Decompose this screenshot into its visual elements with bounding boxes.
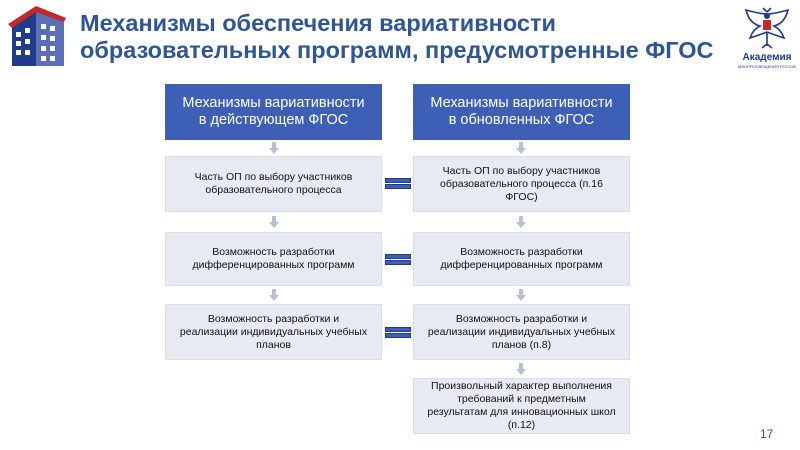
academy-logo-subtitle: МИНПРОСВЕЩЕНИЯ РОССИИ [738,64,796,69]
left-header-line-2: в действующем ФГОС [198,112,349,128]
page-number: 17 [760,427,774,441]
right-item-3-line-1: Возможность разработки и [455,312,588,325]
right-item-3-line-3: планов (п.8) [491,338,552,351]
left-item-3-line-1: Возможность разработки и [207,312,340,325]
building-logo-icon [8,4,68,68]
right-item-4-line-3: результатам для инновационных школ [427,406,616,418]
arrow-down-icon [516,142,526,154]
arrow-down-icon [269,216,279,228]
equals-connector-icon [385,327,411,338]
right-item-4-line-4: (п.12) [507,419,536,431]
arrow-down-icon [516,363,526,375]
arrow-down-icon [516,216,526,228]
slide-title-line-2: образовательных программ, предусмотренны… [80,37,714,63]
left-column-header: Механизмы вариативности в действующем ФГ… [165,84,382,140]
right-item-4-line-2: требований к предметным [457,393,586,405]
arrow-down-icon [269,142,279,154]
left-item-2-line-1: Возможность разработки [212,246,335,258]
left-item-3-line-3: планов [256,338,291,351]
right-item-2: Возможность разработки дифференцированны… [413,232,630,286]
right-item-3-line-2: реализации индивидуальных учебных [427,325,616,338]
left-item-1-line-1: Часть ОП по выбору участников [194,171,353,183]
right-header-line-2: в обновленных ФГОС [448,112,595,128]
right-item-2-line-1: Возможность разработки [460,246,583,258]
slide-title-line-1: Механизмы обеспечения вариативности [80,10,556,36]
right-header-line-1: Механизмы вариативности [430,95,613,111]
right-item-4: Произвольный характер выполнения требова… [413,378,630,434]
equals-connector-icon [385,254,411,265]
right-item-1-line-2: образовательного процесса (п.16 [440,177,603,190]
arrow-down-icon [269,289,279,301]
left-header-line-1: Механизмы вариативности [182,95,365,111]
left-item-3-line-2: реализации индивидуальных учебных [179,325,368,338]
academy-logo-text: Академия [742,52,792,63]
right-column-header: Механизмы вариативности в обновленных ФГ… [413,84,630,140]
right-item-1: Часть ОП по выбору участников образовате… [413,156,630,212]
left-item-1-line-2: образовательного процесса [205,184,342,196]
left-item-2-line-2: дифференцированных программ [192,259,355,271]
academy-logo: Академия МИНПРОСВЕЩЕНИЯ РОССИИ [738,6,796,72]
eagle-emblem-icon [744,7,790,49]
slide-title: Механизмы обеспечения вариативности обра… [80,10,730,64]
equals-connector-icon [385,178,411,189]
left-item-2: Возможность разработки дифференцированны… [165,232,382,286]
left-item-1: Часть ОП по выбору участников образовате… [165,156,382,212]
arrow-down-icon [516,289,526,301]
right-item-4-line-1: Произвольный характер выполнения [431,380,612,392]
right-item-2-line-2: дифференцированных программ [440,259,603,271]
right-item-3: Возможность разработки и реализации инди… [413,304,630,360]
right-item-1-line-3: ФГОС) [505,190,538,203]
left-item-3: Возможность разработки и реализации инди… [165,304,382,360]
right-item-1-line-1: Часть ОП по выбору участников [442,164,601,177]
